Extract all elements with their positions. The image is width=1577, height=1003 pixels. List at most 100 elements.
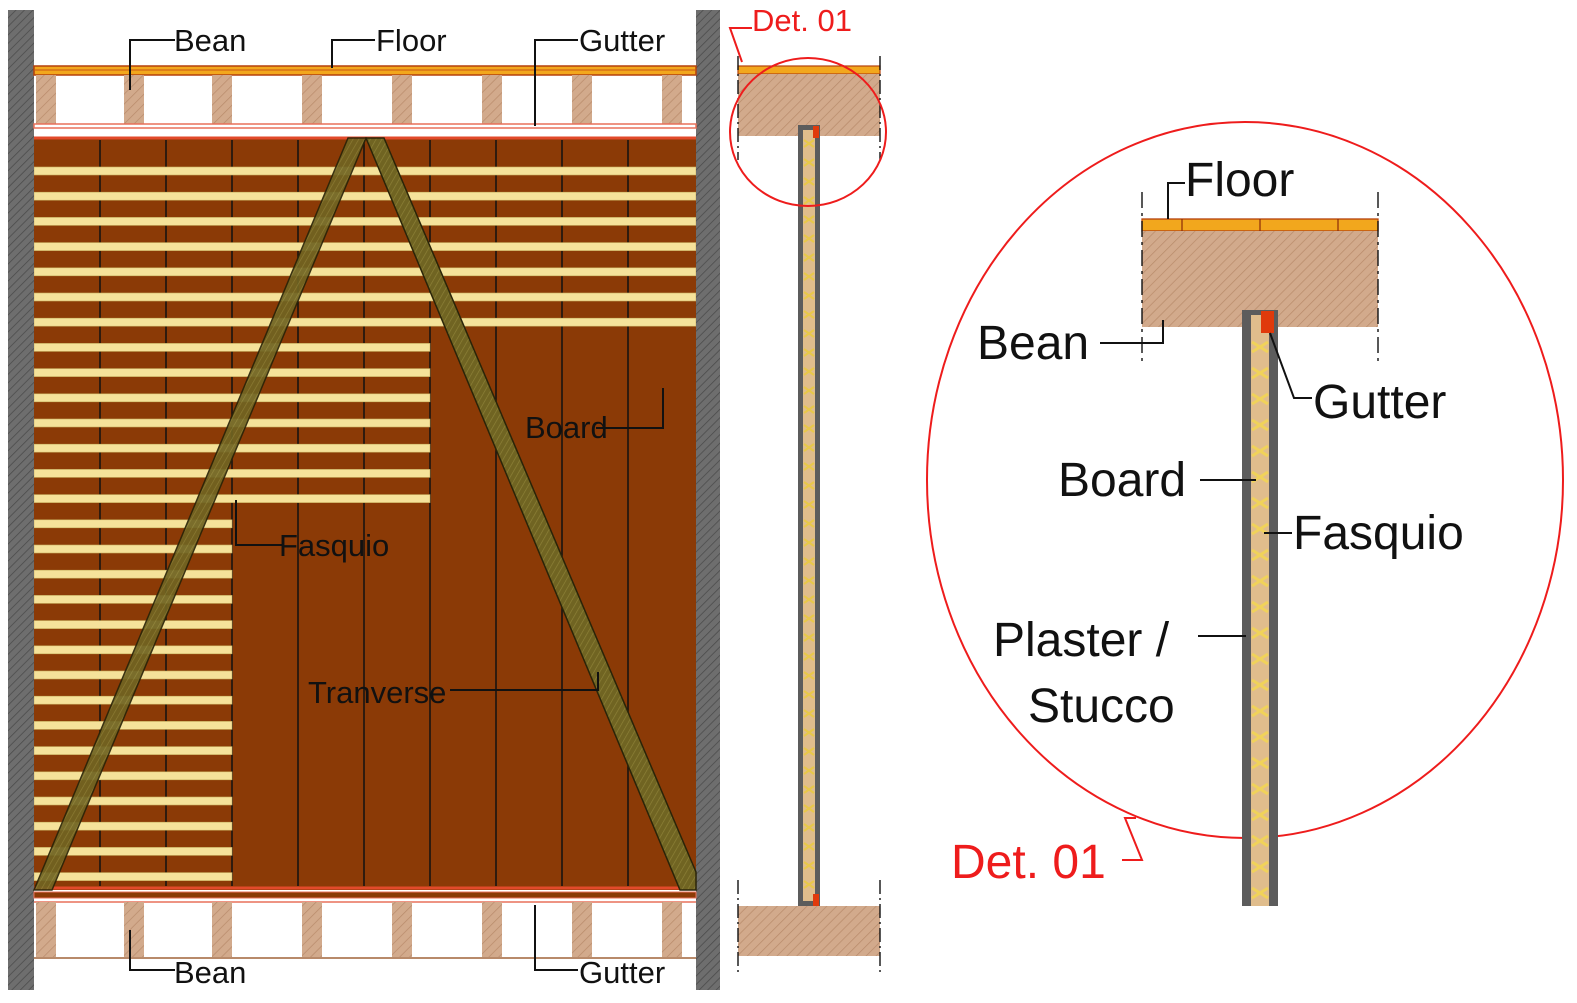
fasquio-lath	[34, 821, 233, 831]
bottom-beam-joists	[36, 902, 682, 958]
beam-joist	[302, 902, 322, 958]
fasquio-mark	[1251, 652, 1269, 666]
label-bean-top: Bean	[174, 23, 246, 58]
fasquio-mark	[1251, 392, 1269, 406]
fasquio-mark	[803, 253, 815, 262]
fasquio-mark	[1251, 548, 1269, 562]
bottom-gutter	[33, 891, 697, 899]
section-view: Det. 01	[728, 3, 887, 975]
fasquio-mark	[803, 671, 815, 680]
fasquio-mark	[803, 481, 815, 490]
fasquio-mark	[803, 234, 815, 243]
beam-joist	[392, 75, 412, 124]
detail-label-plaster: Plaster /	[993, 614, 1170, 667]
fasquio-mark	[1251, 730, 1269, 744]
fasquio-mark	[1251, 782, 1269, 796]
fasquio-mark	[803, 310, 815, 319]
fasquio-lath	[34, 796, 233, 806]
fasquio-mark	[1251, 808, 1269, 822]
beam-joist	[482, 902, 502, 958]
label-gutter-top: Gutter	[579, 23, 665, 58]
fasquio-mark	[803, 272, 815, 281]
detail-view: Floor Bean Gutter Board Fasquio Plaster …	[926, 121, 1564, 906]
fasquio-lath	[34, 544, 233, 554]
fasquio-mark	[803, 291, 815, 300]
fasquio-lath	[34, 191, 696, 201]
fasquio-mark	[803, 576, 815, 585]
fasquio-mark	[803, 595, 815, 604]
fasquio-mark	[803, 557, 815, 566]
label-floor: Floor	[376, 23, 447, 58]
right-masonry-wall	[696, 10, 720, 990]
fasquio-lath	[34, 217, 696, 226]
beam-joist	[572, 902, 592, 958]
label-board: Board	[525, 410, 608, 445]
beam-joist	[212, 75, 232, 124]
beam-joist	[36, 75, 56, 124]
fasquio-mark	[803, 804, 815, 813]
fasquio-mark	[803, 329, 815, 338]
detail-label-floor: Floor	[1185, 154, 1294, 207]
fasquio-lath	[34, 595, 233, 604]
fasquio-mark	[1251, 418, 1269, 432]
label-gutter-bottom: Gutter	[579, 955, 665, 990]
fasquio-mark	[803, 386, 815, 395]
fasquio-mark	[803, 367, 815, 376]
beam-joist	[392, 902, 412, 958]
fasquio-mark	[1251, 340, 1269, 354]
fasquio-mark	[803, 747, 815, 756]
beam-joist	[302, 75, 322, 124]
fasquio-mark	[803, 823, 815, 832]
fasquio-mark	[1251, 886, 1269, 900]
fasquio-lath	[34, 620, 233, 629]
fasquio-mark	[1251, 756, 1269, 770]
section-bottom-beam	[738, 906, 880, 956]
fasquio-mark	[803, 196, 815, 205]
top-gutter	[33, 123, 697, 129]
beam-joist	[124, 75, 144, 124]
section-wall-core	[803, 130, 815, 901]
fasquio-lath	[34, 469, 431, 478]
fasquio-mark	[803, 424, 815, 433]
transverse-brace-left	[32, 137, 368, 891]
fasquio-mark	[803, 500, 815, 509]
fasquio-mark	[803, 215, 815, 224]
fasquio-mark	[803, 861, 815, 870]
fasquio-mark	[803, 158, 815, 167]
detail-label-fasquio: Fasquio	[1293, 507, 1464, 560]
section-fasquio-pattern	[803, 139, 815, 889]
fasquio-lath	[34, 771, 233, 781]
detail-label-stucco: Stucco	[1028, 680, 1175, 733]
fasquio-mark	[803, 880, 815, 889]
fasquio-mark	[803, 519, 815, 528]
fasquio-mark	[803, 709, 815, 718]
detail-label-board: Board	[1058, 454, 1186, 507]
detail-callout-circle	[729, 57, 887, 207]
fasquio-mark	[803, 766, 815, 775]
fasquio-mark	[803, 842, 815, 851]
fasquio-mark	[1251, 704, 1269, 718]
label-fasquio: Fasquio	[279, 528, 389, 563]
beam-joist	[212, 902, 232, 958]
fasquio-mark	[803, 728, 815, 737]
fasquio-mark	[803, 690, 815, 699]
fasquio-lath	[34, 721, 233, 730]
fasquio-lath	[34, 242, 696, 251]
fasquio-lath	[34, 569, 233, 579]
fasquio-mark	[803, 139, 815, 148]
fasquio-mark	[803, 652, 815, 661]
fasquio-lath	[34, 368, 431, 377]
board-joints	[99, 140, 629, 886]
top-beam-joists	[36, 75, 682, 124]
fasquio-mark	[1251, 600, 1269, 614]
label-bean-bottom: Bean	[174, 955, 246, 990]
fasquio-mark	[803, 443, 815, 452]
fasquio-mark	[803, 405, 815, 414]
fasquio-lath	[34, 317, 696, 327]
detail-label-gutter: Gutter	[1313, 376, 1446, 429]
fasquio-lath	[34, 872, 233, 881]
fasquio-mark	[1251, 678, 1269, 692]
fasquio-mark	[1251, 834, 1269, 848]
detail-gutter	[1261, 311, 1274, 333]
fasquio-lath	[34, 267, 696, 277]
